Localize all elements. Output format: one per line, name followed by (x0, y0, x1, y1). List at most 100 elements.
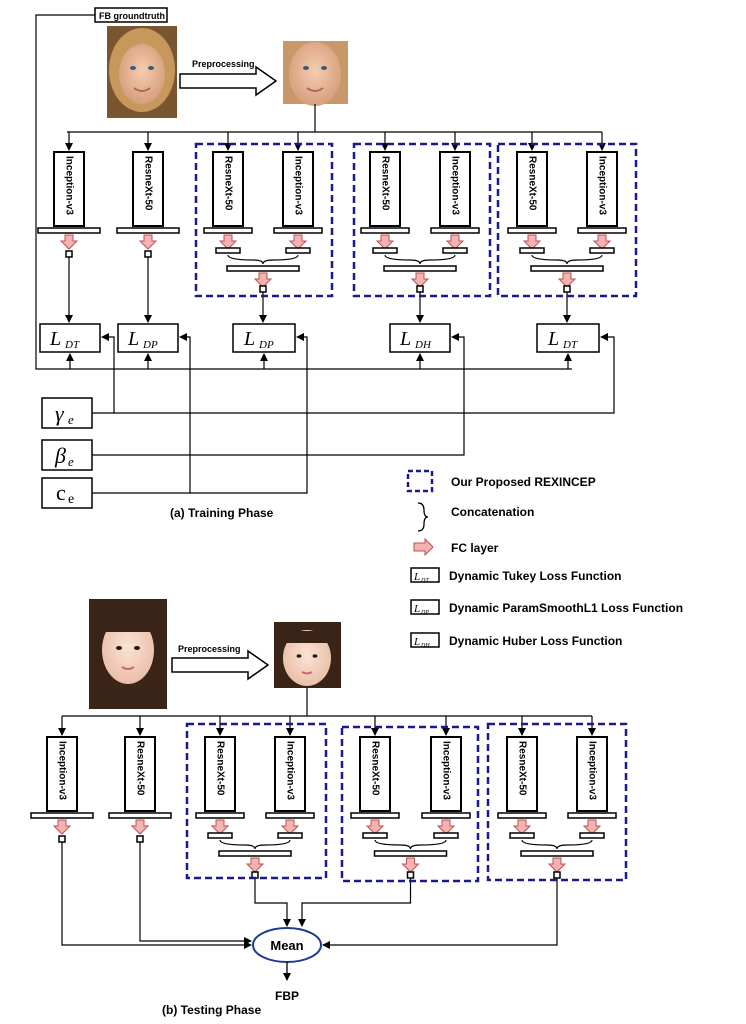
output-node (65, 250, 73, 258)
fc-arrow-icon (547, 857, 567, 873)
svg-text:γ: γ (55, 401, 65, 426)
inception-v3-label: Inception-v3 (596, 156, 607, 215)
legend-fc: FC layer (451, 541, 499, 555)
feature-bar (497, 812, 547, 819)
fc-arrow-icon (436, 819, 456, 835)
fc-output-bar (433, 832, 459, 839)
svg-text:DT: DT (562, 339, 578, 351)
fc-arrow-icon (557, 272, 577, 288)
rexincep-box (185, 722, 328, 880)
resnext-50-block (369, 151, 401, 227)
fc-arrow-icon (245, 857, 265, 873)
fc-output-bar (579, 832, 605, 839)
feature-bar (116, 227, 180, 234)
training-models: Inception-v3 ResneXt-50 ResneXt-50 Inceptio… (37, 132, 627, 323)
inception-v3-label: Inception-v3 (440, 741, 451, 800)
feature-bar (273, 227, 323, 234)
resnext-50-label: ResneXt-50 (134, 741, 145, 796)
face-photo-icon (283, 41, 348, 106)
fc-arrow-icon (512, 819, 532, 835)
resnext-50-block (132, 151, 164, 227)
fc-arrow-icon (59, 234, 79, 250)
fc-output-bar (215, 247, 241, 254)
feature-bar (507, 227, 557, 234)
svg-text:DH: DH (414, 339, 432, 351)
resnext-50-block (204, 736, 236, 812)
fc-arrow-icon (288, 234, 308, 250)
testing-models: Inception-v3 ResneXt-50 ResneXt-50 Inceptio… (30, 716, 617, 949)
curly-brace-icon (417, 502, 429, 532)
inception-v3-label: Inception-v3 (292, 156, 303, 215)
concat-bar (226, 265, 300, 272)
output-node (406, 871, 415, 879)
legend-huber: Dynamic Huber Loss Function (449, 634, 622, 648)
groundtruth-line (35, 14, 572, 370)
inception-v3-label: Inception-v3 (63, 156, 74, 215)
feature-bar (30, 812, 94, 819)
concat-bar (520, 850, 594, 857)
inception-v3-block (576, 736, 608, 812)
curly-brace-icon (384, 254, 456, 265)
svg-text:e: e (68, 412, 74, 427)
inception-v3-block (46, 736, 78, 812)
fc-output-bar (285, 247, 311, 254)
feature-bar (203, 227, 253, 234)
fc-arrow-icon (582, 819, 602, 835)
preprocessing-label: Preprocessing (192, 59, 255, 69)
output-node (259, 285, 267, 293)
resnext-50-block (124, 736, 156, 812)
concat-bar (373, 850, 448, 857)
svg-text:L: L (127, 328, 139, 350)
rexincep-box (352, 142, 492, 298)
legend-concat: Concatenation (451, 505, 534, 519)
inception-v3-block (586, 151, 618, 227)
fc-arrow-icon (130, 819, 150, 835)
svg-text:DH: DH (420, 643, 430, 649)
concat-bar (530, 265, 604, 272)
svg-text:DT: DT (420, 578, 429, 584)
svg-text:DP: DP (420, 610, 429, 616)
curly-brace-icon (219, 839, 291, 850)
inception-v3-block (282, 151, 314, 227)
svg-text:L: L (243, 328, 255, 350)
resnext-50-label: ResneXt-50 (222, 156, 233, 211)
resnext-50-label: ResneXt-50 (379, 156, 390, 211)
rexincep-box (486, 722, 628, 882)
feature-bar (37, 227, 101, 234)
svg-text:e: e (68, 492, 74, 507)
legend-rexincep: Our Proposed REXINCEP (451, 475, 596, 489)
fc-arrow-icon (522, 234, 542, 250)
output-node (553, 871, 561, 879)
feature-bar (350, 812, 400, 819)
fc-arrow-icon (52, 819, 72, 835)
loss-dp-2: L DP (232, 323, 296, 353)
concat-bar (218, 850, 292, 857)
svg-text:DT: DT (64, 339, 80, 351)
face-photo-icon (107, 26, 177, 118)
loss-dh: L DH (389, 323, 451, 353)
fc-arrow-icon (365, 819, 385, 835)
output-node (144, 250, 152, 258)
resnext-50-label: ResneXt-50 (214, 741, 225, 796)
inception-v3-block (430, 736, 462, 812)
face-photo-icon (274, 622, 341, 688)
preprocessing-arrow-test (171, 649, 270, 681)
inception-v3-label: Inception-v3 (56, 741, 67, 800)
svg-text:L: L (413, 603, 420, 615)
resnext-50-block (359, 736, 391, 812)
fc-output-bar (442, 247, 468, 254)
fc-arrow-icon (280, 819, 300, 835)
concat-bar (383, 265, 457, 272)
fc-output-bar (372, 247, 398, 254)
fc-arrow-icon (592, 234, 612, 250)
preprocessing-arrow (179, 65, 278, 97)
feature-bar (430, 227, 480, 234)
resnext-50-block (516, 151, 548, 227)
rexincep-box (194, 142, 334, 298)
legend-dp-swatch: L DP (410, 599, 440, 616)
fbp-label: FBP (275, 989, 299, 1003)
fc-arrow-icon (410, 272, 430, 288)
training-caption: (a) Training Phase (170, 506, 274, 520)
svg-text:DP: DP (258, 339, 274, 351)
